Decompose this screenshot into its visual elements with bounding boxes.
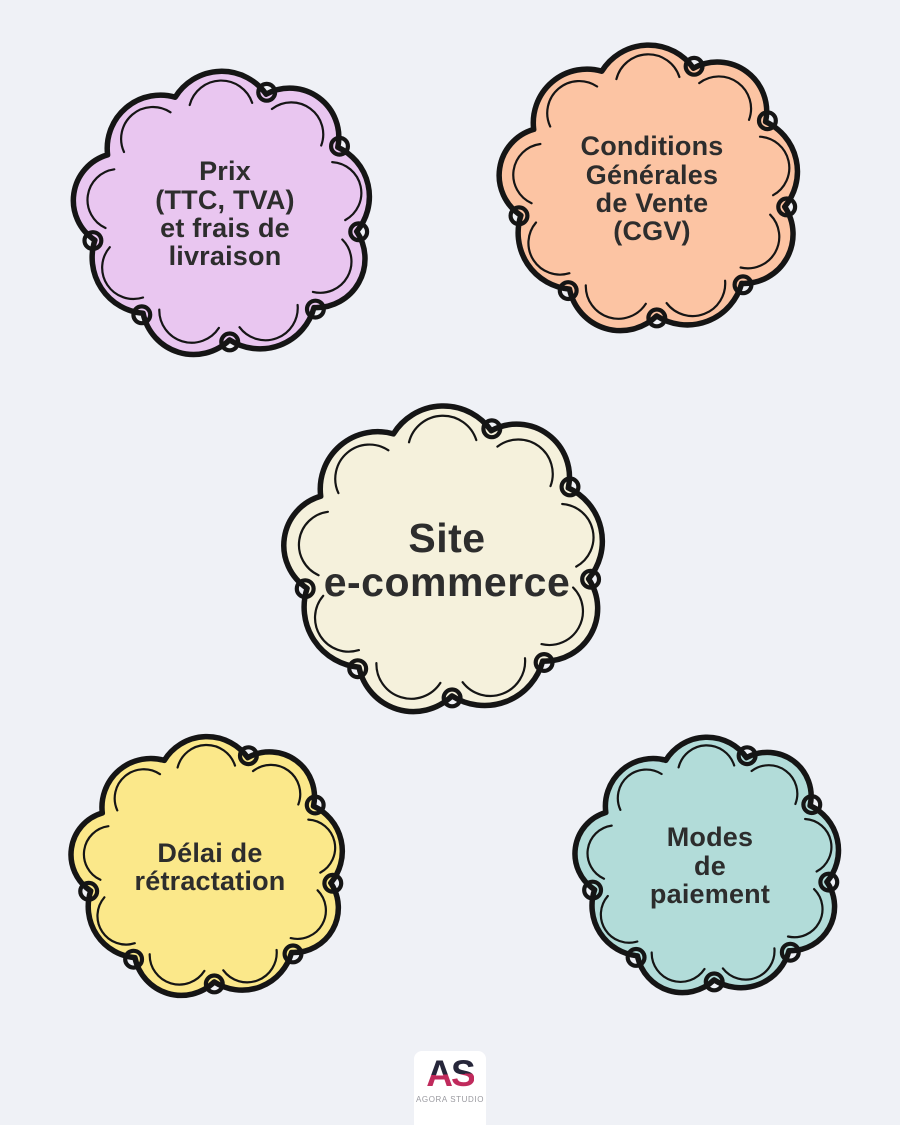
cloud-outline bbox=[281, 403, 606, 715]
cloud-loop-curls-icon bbox=[294, 418, 602, 709]
bubble-text-line: Générales bbox=[585, 159, 719, 190]
bubble-delai-text: Délai de rétractation bbox=[62, 726, 358, 1008]
bubble-text-line: paiement bbox=[649, 879, 771, 910]
bubble-prix-text: Prix (TTC, TVA) et frais de livraison bbox=[66, 62, 384, 366]
bubble-text-line: Délai de bbox=[157, 837, 263, 868]
bubble-text-line: livraison bbox=[168, 241, 282, 272]
logo-studio-name: AGORA STUDIO bbox=[415, 1095, 485, 1104]
bubble-delai-retractation: Délai de rétractation bbox=[62, 726, 358, 1008]
bubble-text-line: de Vente bbox=[595, 188, 709, 218]
logo-monogram-icon: AS bbox=[426, 1053, 475, 1094]
bubble-text-line: Site bbox=[408, 514, 486, 561]
bubble-text-line: et frais de bbox=[160, 213, 290, 243]
bubble-site-ecommerce: Site e-commerce bbox=[278, 398, 616, 722]
cloud-inner-line bbox=[86, 79, 363, 344]
bubble-text-line: Modes bbox=[666, 822, 754, 853]
cloud-shape-icon bbox=[572, 734, 842, 996]
bubble-text-line: Prix bbox=[199, 156, 251, 187]
cloud-outline bbox=[496, 42, 801, 334]
cloud-outline bbox=[70, 68, 373, 358]
cloud-inner-line bbox=[586, 744, 833, 983]
cloud-inner-line bbox=[512, 53, 791, 320]
cloud-loop-curls-icon bbox=[508, 55, 798, 329]
cloud-shape-icon bbox=[496, 42, 801, 334]
bubble-text-line: de bbox=[694, 850, 726, 881]
cloud-shape-icon bbox=[281, 403, 606, 715]
bubble-prix: Prix (TTC, TVA) et frais de livraison bbox=[66, 62, 384, 366]
cloud-shape-icon bbox=[70, 68, 373, 358]
bubble-text-line: e-commerce bbox=[323, 559, 571, 605]
cloud-outline bbox=[68, 733, 346, 999]
cloud-shape-icon bbox=[68, 733, 346, 999]
agora-studio-logo: AS AGORA STUDIO bbox=[414, 1051, 486, 1125]
bubble-modes-paiement: Modes de paiement bbox=[566, 726, 854, 1006]
cloud-outline bbox=[572, 734, 842, 996]
cloud-inner-line bbox=[82, 743, 337, 986]
bubble-cgv-text: Conditions Générales de Vente (CGV) bbox=[492, 36, 812, 342]
bubble-modes-text: Modes de paiement bbox=[566, 726, 854, 1006]
bubble-text-line: (CGV) bbox=[613, 216, 691, 247]
bubble-site-ecommerce-text: Site e-commerce bbox=[278, 398, 616, 722]
cloud-loop-curls-icon bbox=[82, 81, 370, 353]
bubble-text-line: rétractation bbox=[134, 866, 286, 896]
bubble-cgv: Conditions Générales de Vente (CGV) bbox=[492, 36, 812, 342]
cloud-loop-curls-icon bbox=[582, 745, 840, 993]
bubble-text-line: Conditions bbox=[580, 131, 724, 162]
cloud-loop-curls-icon bbox=[78, 745, 344, 995]
cloud-inner-line bbox=[297, 414, 595, 700]
bubble-text-line: (TTC, TVA) bbox=[155, 184, 295, 215]
